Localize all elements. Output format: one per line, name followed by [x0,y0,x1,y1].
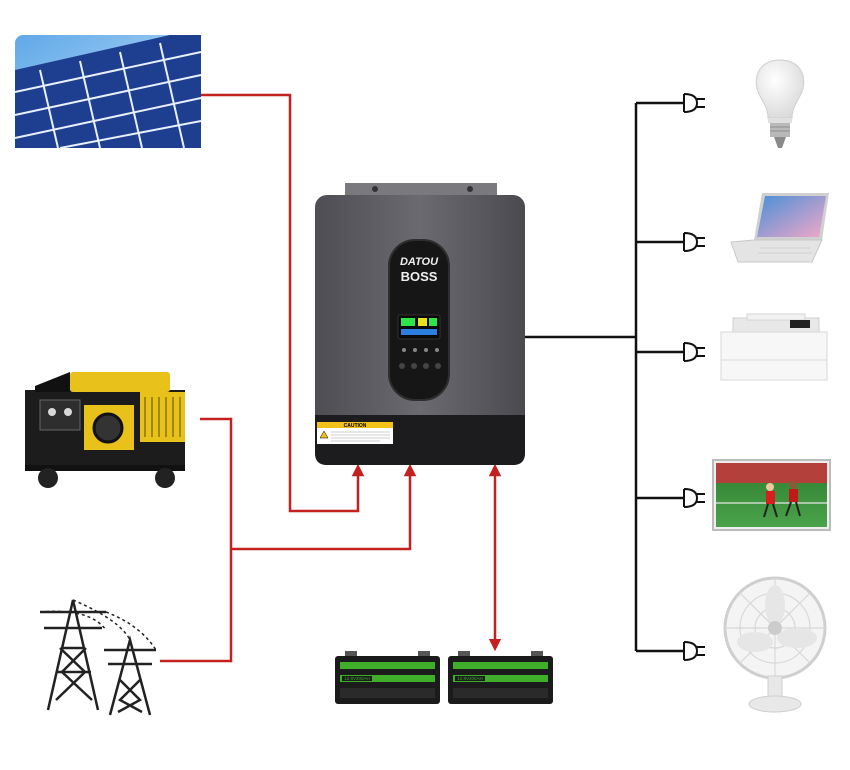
svg-text:12.8V200AH: 12.8V200AH [457,676,483,681]
power-tower-icon [39,599,157,716]
battery-1: 12.8V200AH [335,651,440,704]
generator-icon [25,372,185,488]
battery-icon: 12.8V200AH 12.8V200AH [335,651,553,704]
ac-input-wires [160,93,502,663]
svg-text:CAUTION: CAUTION [344,423,367,429]
svg-text:12.8V200AH: 12.8V200AH [344,676,370,681]
solar-wire [200,93,365,513]
generator-wire [160,417,233,663]
inverter-unit: DATOU BOSS CAUTION [315,183,525,465]
printer-icon [720,313,828,381]
laptop-icon [730,193,829,263]
plug-icon [683,93,705,113]
plug-icon [683,342,705,362]
brand-line1: DATOU [400,256,439,268]
plug-group [683,93,705,661]
load-bus-wires [525,101,684,653]
enter-button[interactable] [435,363,441,369]
route-button[interactable] [399,363,405,369]
plug-icon [683,232,705,252]
tv-icon [712,459,831,531]
panel-buttons [399,363,441,369]
light-bulb-icon [755,59,805,148]
plug-icon [683,641,705,661]
brand-line2: BOSS [401,269,438,284]
solar-panel-icon [14,35,202,149]
fan-icon [723,576,827,713]
plug-icon [683,488,705,508]
mode-button[interactable] [411,363,417,369]
set-button[interactable] [423,363,429,369]
grid-wire [231,463,417,551]
battery-2: 12.8V200AH [448,651,553,704]
